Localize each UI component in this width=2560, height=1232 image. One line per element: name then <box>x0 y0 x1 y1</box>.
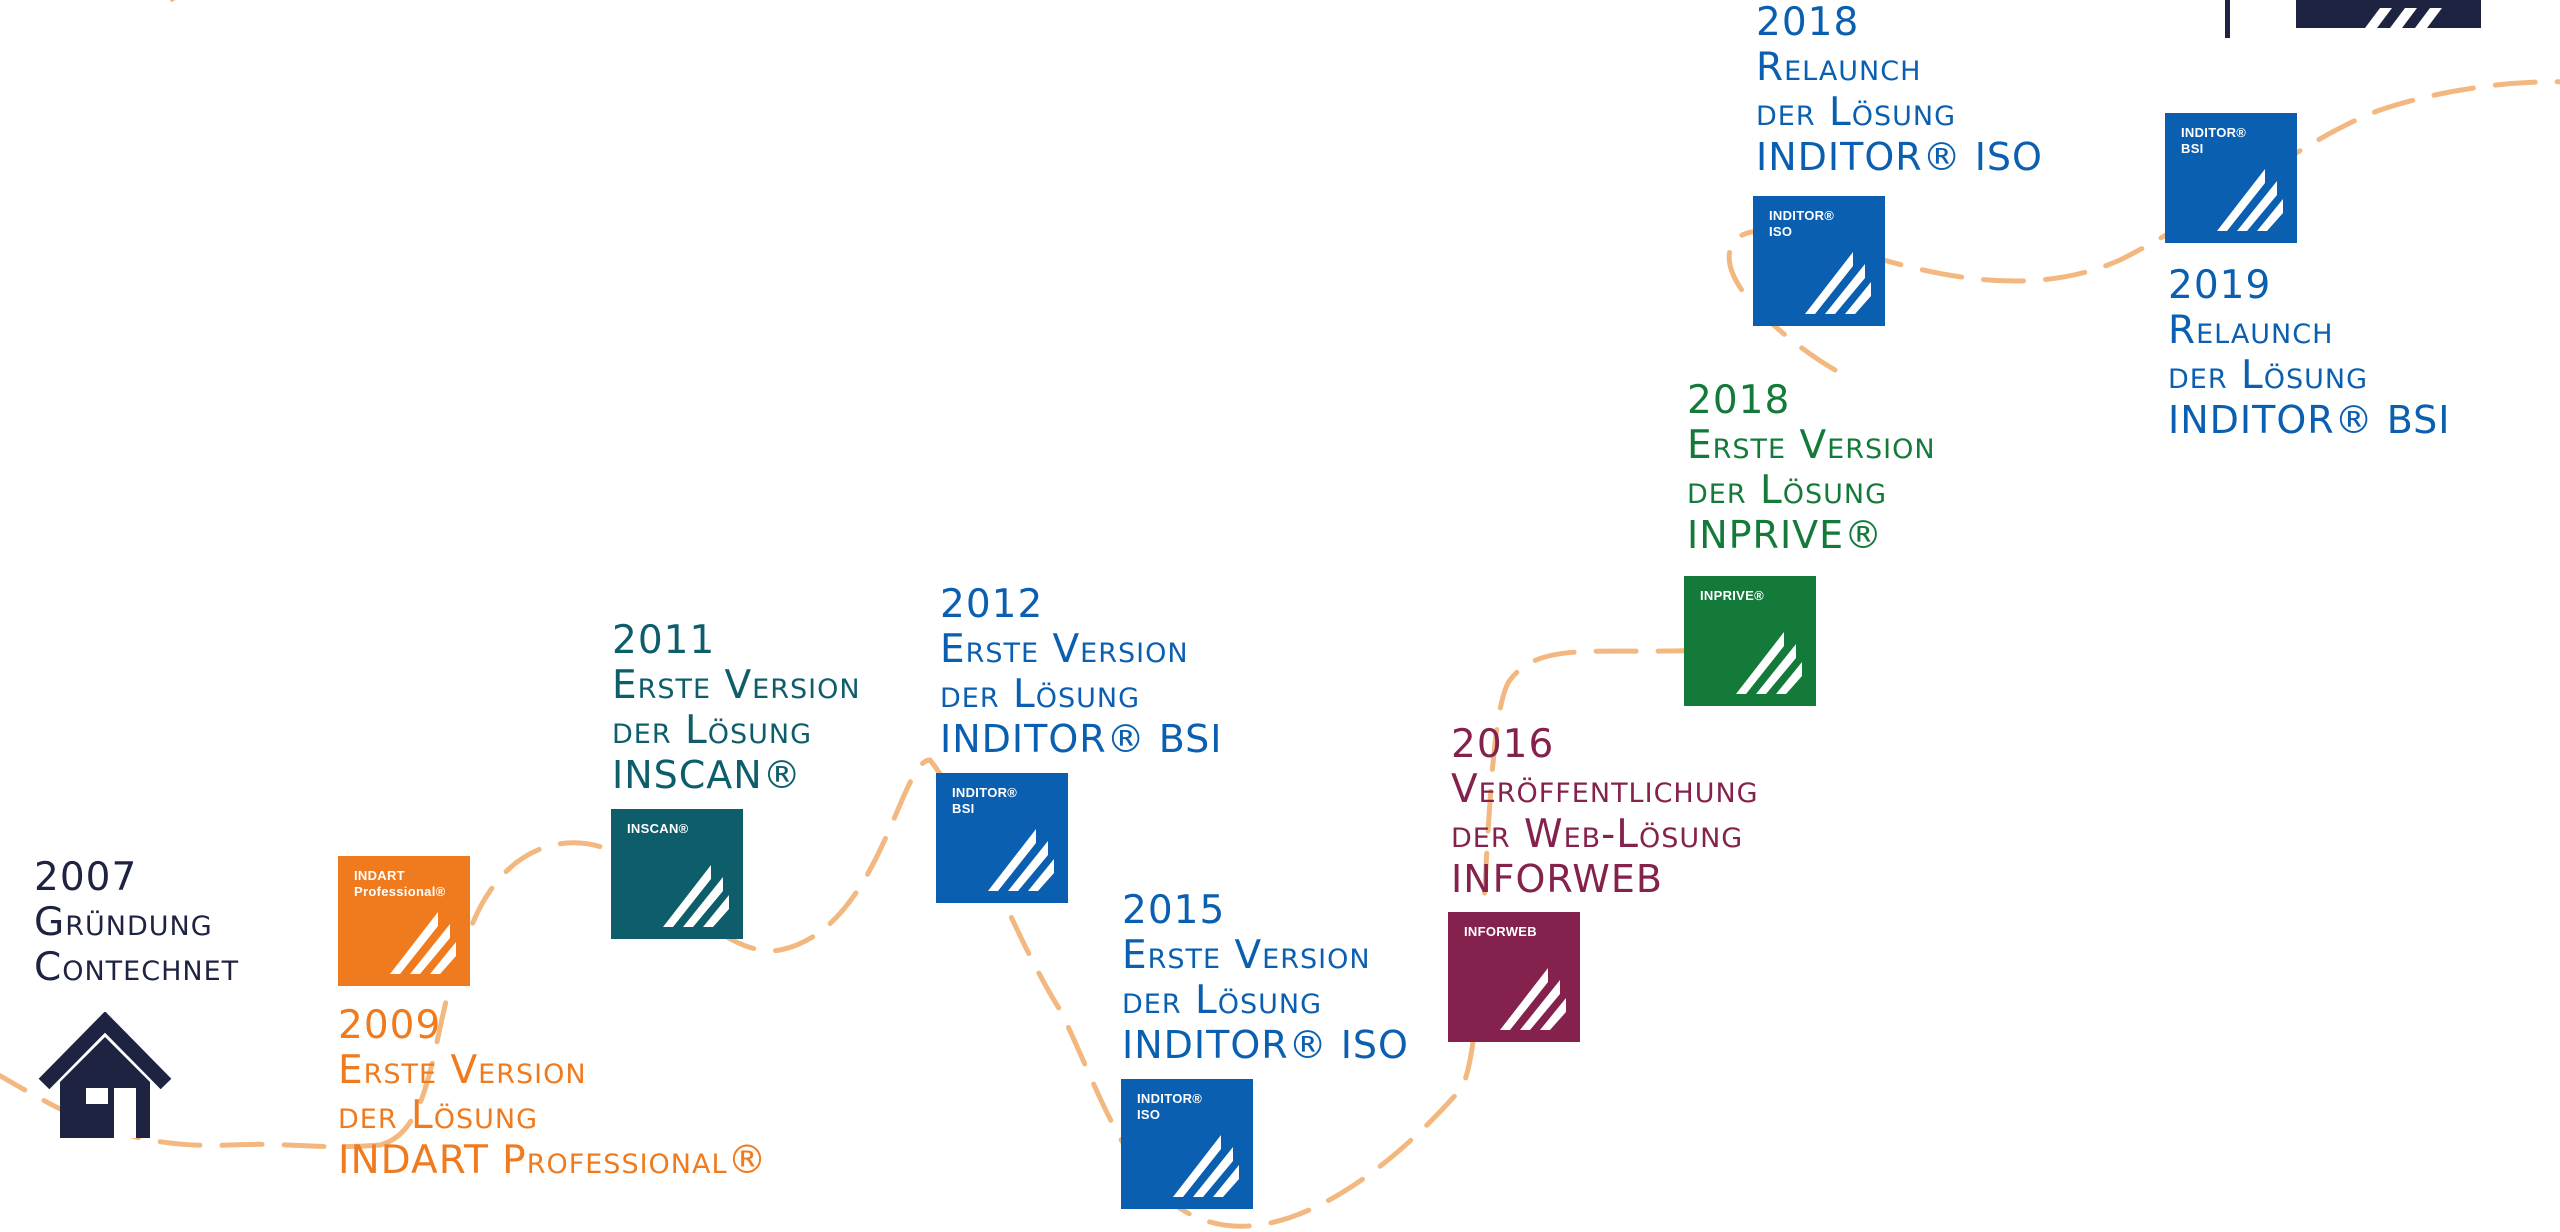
milestone-year: 2016 <box>1451 722 1555 767</box>
milestone-year: 2012 <box>940 582 1044 627</box>
stripes-icon <box>390 912 456 974</box>
milestone-product: INDITOR® BSI <box>2168 398 2451 442</box>
milestone-year: 2015 <box>1122 888 1226 933</box>
stripes-icon <box>988 829 1054 891</box>
milestone-product: INSCAN® <box>612 753 802 797</box>
milestone-line1: Veröffentlichung <box>1451 767 1759 812</box>
milestone-product: INDITOR® ISO <box>1756 135 2043 179</box>
milestone-2018-inprive: 2018 Erste Version der Lösung INPRIVE® <box>1687 378 1936 558</box>
logo-indart: INDART Professional® <box>338 856 470 986</box>
milestone-product: INDART Professional® <box>338 1138 768 1183</box>
milestone-line1: Erste Version <box>1687 423 1936 468</box>
milestone-year: 2007 <box>34 855 138 900</box>
house-icon <box>38 1012 172 1138</box>
milestone-product: INDITOR® ISO <box>1122 1023 1409 1067</box>
milestone-line1: Relaunch <box>2168 308 2334 353</box>
milestone-line2: der Lösung <box>1122 978 1323 1023</box>
stripes-icon <box>1736 632 1802 694</box>
stripes-icon <box>1173 1135 1239 1197</box>
stripes-icon <box>2217 169 2283 231</box>
milestone-year: 2011 <box>612 618 716 663</box>
milestone-2012: 2012 Erste Version der Lösung INDITOR® B… <box>940 582 1222 762</box>
logo-inditor-iso: INDITOR® ISO <box>1121 1079 1253 1209</box>
milestone-line1: Relaunch <box>1756 45 1922 90</box>
milestone-2018-relaunch: 2018 Relaunch der Lösung INDITOR® ISO <box>1756 0 2043 180</box>
milestone-line2: der Lösung <box>1687 468 1888 513</box>
stripes-icon <box>663 865 729 927</box>
milestone-year: 2009 <box>338 1003 442 1048</box>
logo-inprive: INPRIVE® <box>1684 576 1816 706</box>
milestone-line1: Erste Version <box>338 1048 587 1093</box>
milestone-line2: der Lösung <box>940 672 1141 717</box>
milestone-line2: der Lösung <box>2168 353 2369 398</box>
milestone-year: 2018 <box>1756 0 1860 45</box>
milestone-line1: Erste Version <box>612 663 861 708</box>
milestone-year: 2018 <box>1687 378 1791 423</box>
milestone-product: INPRIVE® <box>1687 513 1884 557</box>
milestone-product: INDITOR® BSI <box>940 717 1223 761</box>
logo-inditor-bsi-relaunch: INDITOR® BSI <box>2165 113 2297 243</box>
milestone-2007: 2007 Gründung Contechnet <box>34 855 239 990</box>
milestone-product: INFORWEB <box>1451 857 1663 901</box>
stripes-icon <box>1805 252 1871 314</box>
milestone-2016: 2016 Veröffentlichung der Web-Lösung INF… <box>1451 722 1759 902</box>
milestone-2015: 2015 Erste Version der Lösung INDITOR® I… <box>1122 888 1409 1068</box>
milestone-line1: Gründung <box>34 900 213 945</box>
milestone-2009: 2009 Erste Version der Lösung INDART Pro… <box>338 1003 768 1183</box>
logo-inforweb: INFORWEB <box>1448 912 1580 1042</box>
milestone-line2: der Lösung <box>612 708 813 753</box>
milestone-line2: der Lösung <box>1756 90 1957 135</box>
milestone-2011: 2011 Erste Version der Lösung INSCAN® <box>612 618 861 798</box>
milestone-line2: der Web-Lösung <box>1451 812 1744 857</box>
logo-inditor-iso-relaunch: INDITOR® ISO <box>1753 196 1885 326</box>
logo-inscan: INSCAN® <box>611 809 743 939</box>
milestone-line2: Contechnet <box>34 945 240 990</box>
milestone-2019: 2019 Relaunch der Lösung INDITOR® BSI <box>2168 263 2450 443</box>
milestone-line2: der Lösung <box>338 1093 539 1138</box>
milestone-line1: Erste Version <box>1122 933 1371 978</box>
milestone-line1: Erste Version <box>940 627 1189 672</box>
milestone-year: 2019 <box>2168 263 2272 308</box>
logo-inditor-bsi: INDITOR® BSI <box>936 773 1068 903</box>
stripes-icon <box>1500 968 1566 1030</box>
